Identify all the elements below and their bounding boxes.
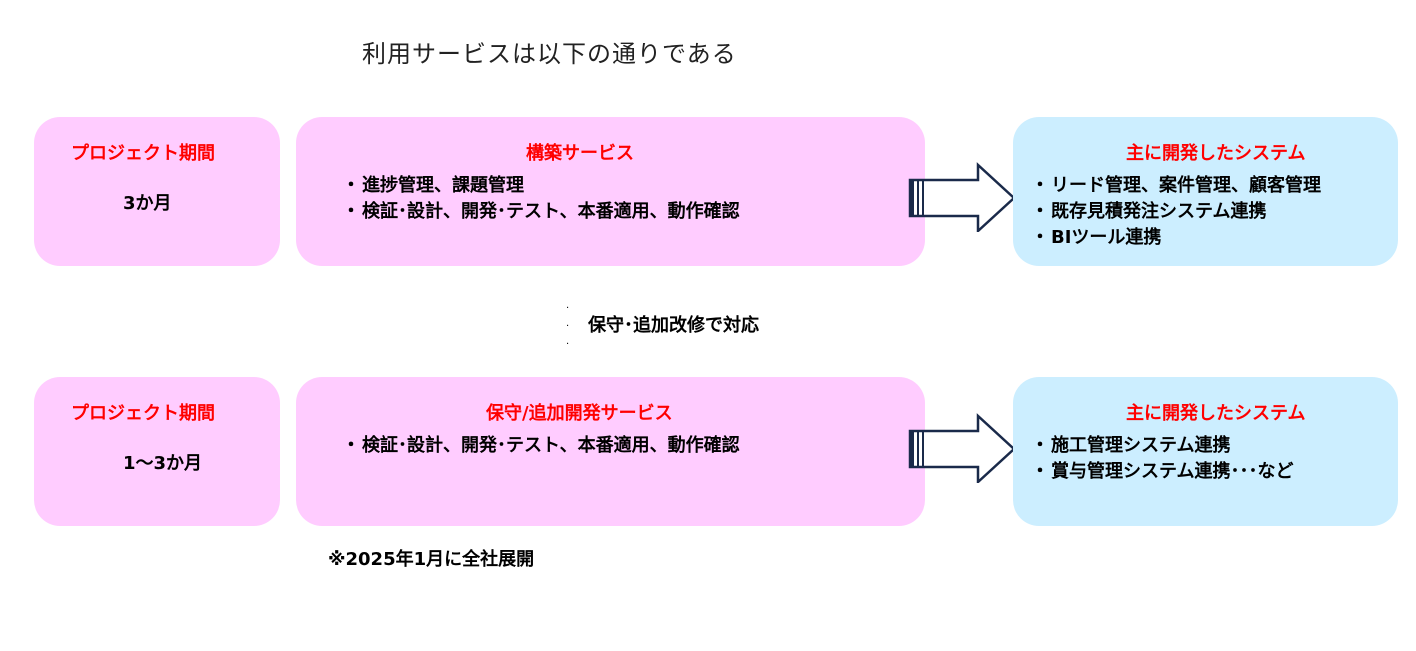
period-value: 1～3か月 [123, 453, 203, 474]
bullet: ・ [1031, 175, 1049, 196]
list-item: ・検証･設計、開発･テスト、本番適用、動作確認 [342, 433, 740, 459]
bullet: ・ [1031, 435, 1049, 456]
systems-list: ・リード管理、案件管理、顧客管理 ・既存見積発注システム連携 ・BIツール連携 [1031, 173, 1321, 251]
service-heading: 構築サービス [526, 143, 634, 164]
bullet: ・ [342, 435, 360, 456]
bullet: ・ [1031, 227, 1049, 248]
footnote: ※2025年1月に全社展開 [328, 549, 535, 570]
period-heading: プロジェクト期間 [71, 403, 215, 424]
list-item: ・検証･設計、開発･テスト、本番適用、動作確認 [342, 199, 740, 225]
list-item: ・賞与管理システム連携･･･など [1031, 459, 1293, 485]
right-arrow-icon [908, 413, 1016, 483]
bullet: ・ [1031, 461, 1049, 482]
service-list: ・進捗管理、課題管理 ・検証･設計、開発･テスト、本番適用、動作確認 [342, 173, 740, 225]
list-item: ・施工管理システム連携 [1031, 433, 1293, 459]
period-box-1: プロジェクト期間 3か月 [34, 117, 280, 266]
vertical-dots: ··· [566, 303, 570, 350]
list-item: ・リード管理、案件管理、顧客管理 [1031, 173, 1321, 199]
systems-list: ・施工管理システム連携 ・賞与管理システム連携･･･など [1031, 433, 1293, 485]
service-list: ・検証･設計、開発･テスト、本番適用、動作確認 [342, 433, 740, 459]
bullet: ・ [342, 175, 360, 196]
service-box-1: 構築サービス ・進捗管理、課題管理 ・検証･設計、開発･テスト、本番適用、動作確… [296, 117, 925, 266]
systems-heading: 主に開発したシステム [1126, 403, 1306, 424]
service-box-2: 保守/追加開発サービス ・検証･設計、開発･テスト、本番適用、動作確認 [296, 377, 925, 526]
list-item: ・BIツール連携 [1031, 225, 1321, 251]
period-heading: プロジェクト期間 [71, 143, 215, 164]
page-title: 利用サービスは以下の通りである [362, 40, 737, 68]
bullet: ・ [1031, 201, 1049, 222]
list-item: ・既存見積発注システム連携 [1031, 199, 1321, 225]
transition-text: 保守･追加改修で対応 [588, 315, 759, 336]
systems-box-2: 主に開発したシステム ・施工管理システム連携 ・賞与管理システム連携･･･など [1013, 377, 1398, 526]
period-value: 3か月 [123, 193, 172, 214]
right-arrow-icon [908, 162, 1016, 232]
period-box-2: プロジェクト期間 1～3か月 [34, 377, 280, 526]
systems-heading: 主に開発したシステム [1126, 143, 1306, 164]
systems-box-1: 主に開発したシステム ・リード管理、案件管理、顧客管理 ・既存見積発注システム連… [1013, 117, 1398, 266]
service-heading: 保守/追加開発サービス [486, 403, 673, 424]
bullet: ・ [342, 201, 360, 222]
list-item: ・進捗管理、課題管理 [342, 173, 740, 199]
